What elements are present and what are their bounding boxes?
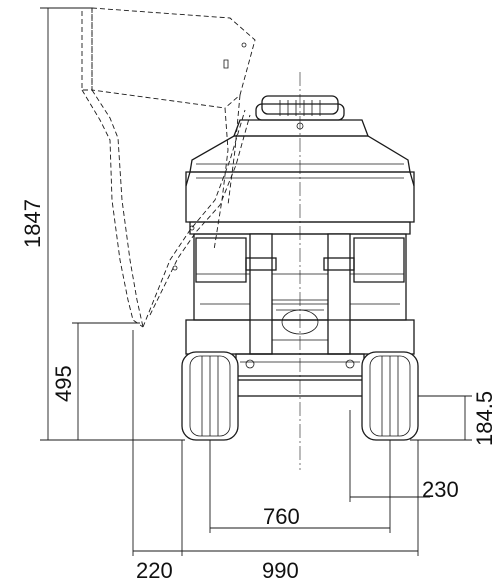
- dim-230: 230: [422, 477, 459, 502]
- right-wheel: [361, 351, 419, 441]
- dim-760: 760: [263, 504, 300, 529]
- mast-rails: [245, 233, 355, 355]
- dim-990: 990: [262, 558, 299, 583]
- dim-495: 495: [51, 365, 76, 402]
- dimension-lines: [40, 7, 472, 556]
- dim-220: 220: [136, 558, 173, 583]
- dim-184-5: 184.5: [472, 391, 495, 446]
- dim-1847: 1847: [20, 199, 45, 248]
- raised-hopper-dashed: [81, 7, 256, 328]
- left-wheel: [181, 351, 239, 441]
